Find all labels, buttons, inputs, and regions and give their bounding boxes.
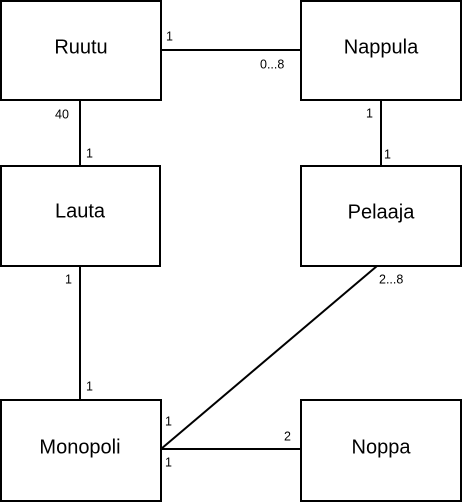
class-box-pelaaja[interactable]: Pelaaja — [300, 165, 462, 267]
multiplicity-lauta-monopoli-monopoli-end: 1 — [86, 379, 93, 393]
class-box-monopoli[interactable]: Monopoli — [0, 399, 162, 502]
multiplicity-lauta-monopoli-lauta-end: 1 — [65, 272, 72, 286]
association-pelaaja-monopoli — [160, 265, 378, 450]
class-name-nappula: Nappula — [344, 36, 419, 58]
multiplicity-ruutu-lauta-lauta-end: 1 — [86, 146, 93, 160]
multiplicity-ruutu-lauta-ruutu-end: 40 — [55, 107, 69, 121]
multiplicity-nappula-pelaaja-nappula-end: 1 — [366, 106, 373, 120]
class-box-nappula[interactable]: Nappula — [300, 0, 462, 101]
multiplicity-pelaaja-monopoli-pelaaja-end: 2...8 — [379, 272, 403, 286]
class-name-pelaaja: Pelaaja — [348, 201, 416, 223]
multiplicity-ruutu-nappula-nappula-end: 0...8 — [260, 57, 284, 71]
class-box-noppa[interactable]: Noppa — [300, 399, 462, 502]
multiplicity-monopoli-noppa-monopoli-end: 1 — [165, 455, 172, 469]
class-box-lauta[interactable]: Lauta — [0, 165, 161, 267]
class-name-monopoli: Monopoli — [39, 436, 120, 458]
multiplicity-nappula-pelaaja-pelaaja-end: 1 — [384, 147, 391, 161]
multiplicity-ruutu-nappula-ruutu-end: 1 — [166, 29, 173, 43]
class-box-ruutu[interactable]: Ruutu — [0, 0, 162, 101]
class-name-lauta: Lauta — [55, 200, 106, 222]
multiplicity-pelaaja-monopoli-monopoli-end: 1 — [165, 414, 172, 428]
class-name-noppa: Noppa — [352, 436, 412, 458]
class-name-ruutu: Ruutu — [54, 36, 107, 58]
multiplicity-monopoli-noppa-noppa-end: 2 — [284, 429, 291, 443]
